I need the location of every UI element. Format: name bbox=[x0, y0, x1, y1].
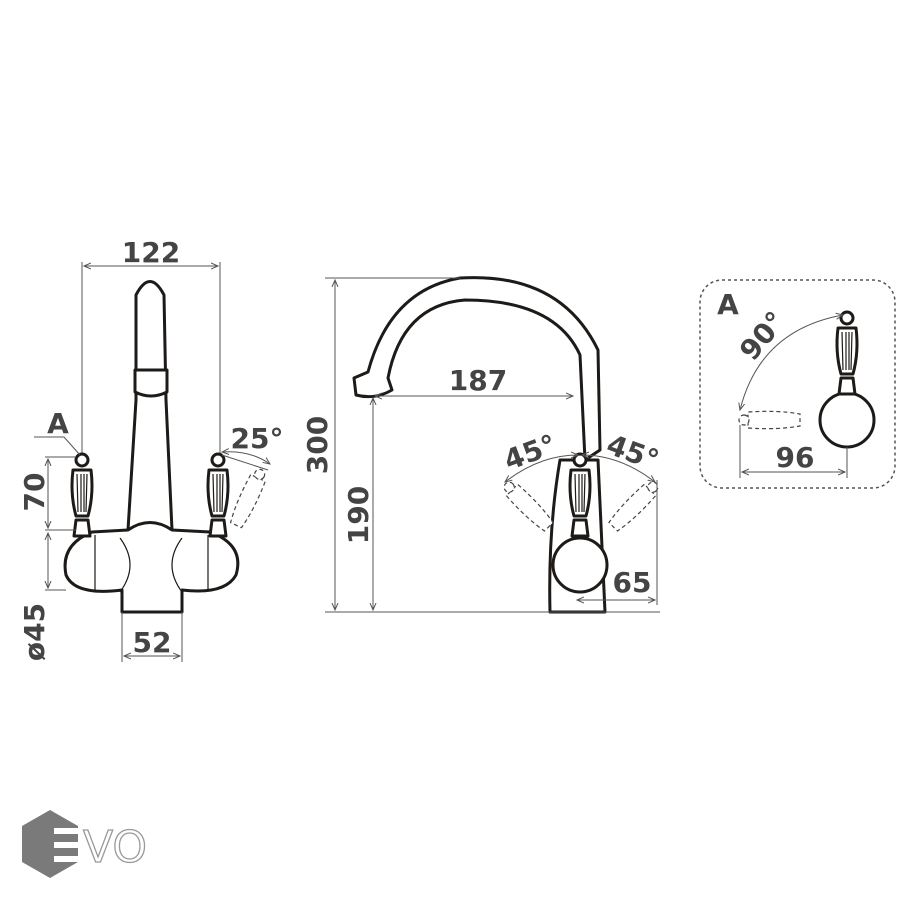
aerator bbox=[133, 368, 169, 398]
detail-ball bbox=[818, 391, 876, 449]
evo-logo: VO bbox=[22, 810, 148, 878]
right-ghost-handle bbox=[606, 476, 664, 534]
right-angle-label: 45° bbox=[602, 428, 663, 477]
detail-marker-a: A bbox=[47, 407, 69, 440]
base-width-label: 52 bbox=[133, 626, 172, 659]
rotated-handle-ghost bbox=[227, 465, 271, 530]
front-body bbox=[63, 521, 240, 614]
handle-height-label: 70 bbox=[18, 473, 51, 512]
side-ball bbox=[551, 536, 609, 594]
total-height-label: 300 bbox=[301, 416, 334, 474]
detail-handle bbox=[835, 310, 859, 396]
logo-text-vo: VO bbox=[83, 822, 147, 873]
detail-ghost-handle bbox=[738, 410, 801, 430]
left-handle bbox=[70, 452, 94, 538]
rotation-label: 25° bbox=[231, 422, 284, 455]
right-handle bbox=[206, 452, 230, 538]
spout-reach-label: 187 bbox=[449, 364, 507, 397]
detail-marker: A bbox=[717, 288, 739, 321]
detail-view-a: A 90° 96 bbox=[699, 279, 896, 489]
left-angle-label: 45° bbox=[500, 428, 561, 477]
left-ghost-handle bbox=[498, 476, 556, 534]
base-depth-label: 65 bbox=[613, 566, 652, 599]
handle-length-label: 96 bbox=[776, 441, 815, 474]
base-diameter-label: ø45 bbox=[18, 603, 51, 661]
front-spout bbox=[126, 280, 174, 532]
width-label: 122 bbox=[122, 236, 180, 269]
side-spout bbox=[352, 276, 602, 462]
detail-angle-label: 90° bbox=[733, 305, 792, 367]
front-view: 122 25° A 70 ø45 52 bbox=[18, 236, 283, 662]
side-view: 300 190 187 45° 45° 65 bbox=[301, 276, 664, 614]
spout-height-label: 190 bbox=[342, 486, 375, 544]
